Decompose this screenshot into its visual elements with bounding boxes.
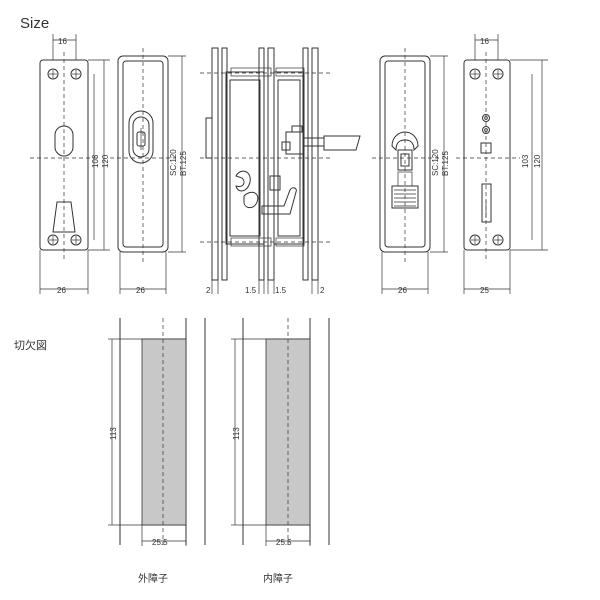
dim-gap-1-5-a: 1.5 [245,286,257,295]
cutout-area [141,338,187,526]
side-section-view: 2 1.5 1.5 2 [200,47,361,295]
cutout-title: 切欠図 [14,338,47,352]
latch-slot [481,183,492,223]
screw-icon [492,234,504,246]
dim-pitch-16-right: 16 [480,37,489,46]
outer-plate-view: 16 103 120 26 [30,34,110,295]
screw-icon [70,68,82,80]
dim-gap-1-5-b: 1.5 [275,286,287,295]
dim-pitch-16-left: 16 [58,37,67,46]
dim-bt-left: BT:125 [179,151,188,176]
cylinder-face-view: SC:120 BT:125 26 [110,48,188,295]
inner-door-cutout: 113 25.5 内障子 [231,318,330,585]
caption-outer-door: 外障子 [138,572,168,585]
screw-icon [47,234,59,246]
dim-25-5-inner: 25.5 [276,538,292,547]
caption-inner-door: 内障子 [263,572,293,585]
dim-113-inner: 113 [232,427,241,440]
dim-sc-left: SC:120 [169,149,178,176]
size-title: Size [20,15,49,32]
dim-width-26-a: 26 [57,286,66,295]
hook-latch [235,170,251,192]
screw-icon [492,68,504,80]
dim-width-26-b: 26 [136,286,145,295]
dim-25-5-outer: 25.5 [152,538,168,547]
inner-handle-view: SC:120 BT:125 26 [372,48,450,295]
bolt [323,135,361,151]
dim-103-left: 103 [91,154,100,168]
inner-plate-view: 16 103 120 25 [456,34,548,295]
screw-icon [469,234,481,246]
dim-120-right: 120 [533,154,542,168]
outer-door-cutout: 113 25.5 外障子 [108,318,206,585]
dim-bt-right: BT:125 [441,151,450,176]
screw-icon [469,68,481,80]
screw-icon [47,68,59,80]
dim-113-outer: 113 [109,427,118,440]
dim-width-25: 25 [480,286,489,295]
dim-sc-right: SC:120 [431,149,440,176]
cylinder-key-icon [128,110,154,164]
dim-120-left: 120 [101,154,110,168]
screw-icon [70,234,82,246]
thumb-turn-icon [391,131,419,152]
dim-gap-2-left: 2 [206,286,211,295]
latch-hole [52,201,76,233]
dim-gap-2-right: 2 [320,286,325,295]
dim-103-right: 103 [521,154,530,168]
dim-width-26-c: 26 [398,286,407,295]
